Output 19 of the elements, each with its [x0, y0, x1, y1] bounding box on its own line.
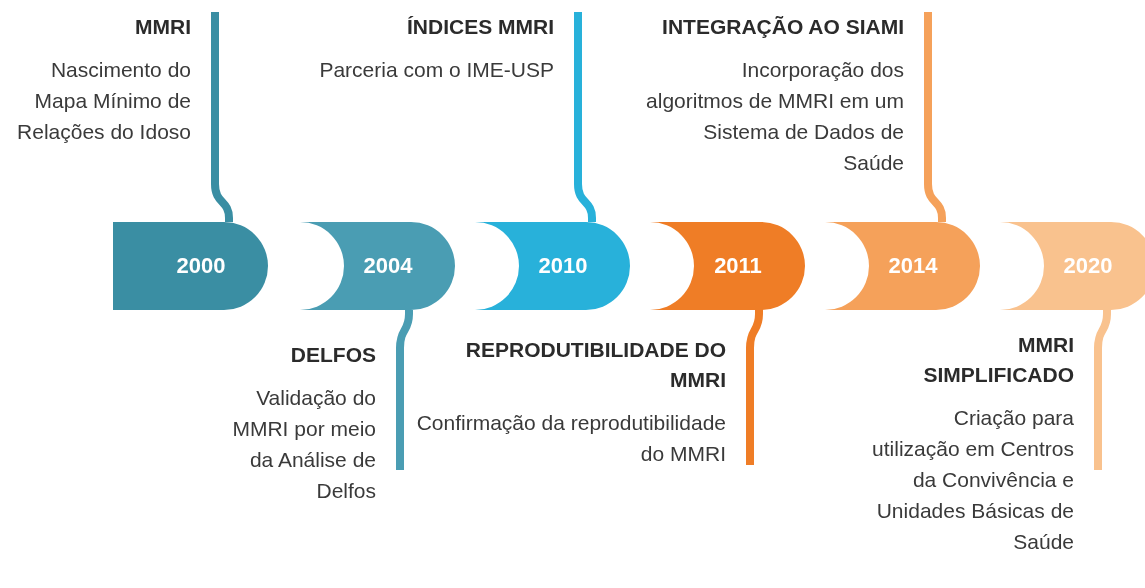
year-label: 2014 [887, 252, 939, 280]
event-title: MMRI SIMPLIFICADO [922, 332, 1074, 388]
event-description: Criação para utilização em Centros da Convivência e Unidades Básicas de Saúde [871, 405, 1074, 555]
year-label: 2010 [537, 252, 589, 280]
event-description: Parceria com o IME-USP [318, 57, 554, 83]
event-title: ÍNDICES MMRI [406, 14, 554, 40]
year-label: 2000 [175, 252, 227, 280]
event-title: INTEGRAÇÃO AO SIAMI [661, 14, 904, 40]
event-title: MMRI [134, 14, 191, 40]
event-title: REPRODUTIBILIDADE DO MMRI [464, 337, 726, 393]
event-description: Nascimento do Mapa Mínimo de Relações do Idoso [16, 57, 191, 145]
event-description: Validação do MMRI por meio da Análise de Delfos [231, 385, 376, 504]
year-label: 2011 [713, 252, 763, 280]
event-description: Confirmação da reprodutibilidade do MMRI [416, 410, 726, 467]
event-description: Incorporação dos algoritmos de MMRI em um Sistema de Dados de Saúde [645, 57, 904, 176]
timeline-segment [113, 222, 268, 310]
year-label: 2004 [362, 252, 414, 280]
event-title: DELFOS [289, 342, 376, 368]
year-label: 2020 [1062, 252, 1114, 280]
